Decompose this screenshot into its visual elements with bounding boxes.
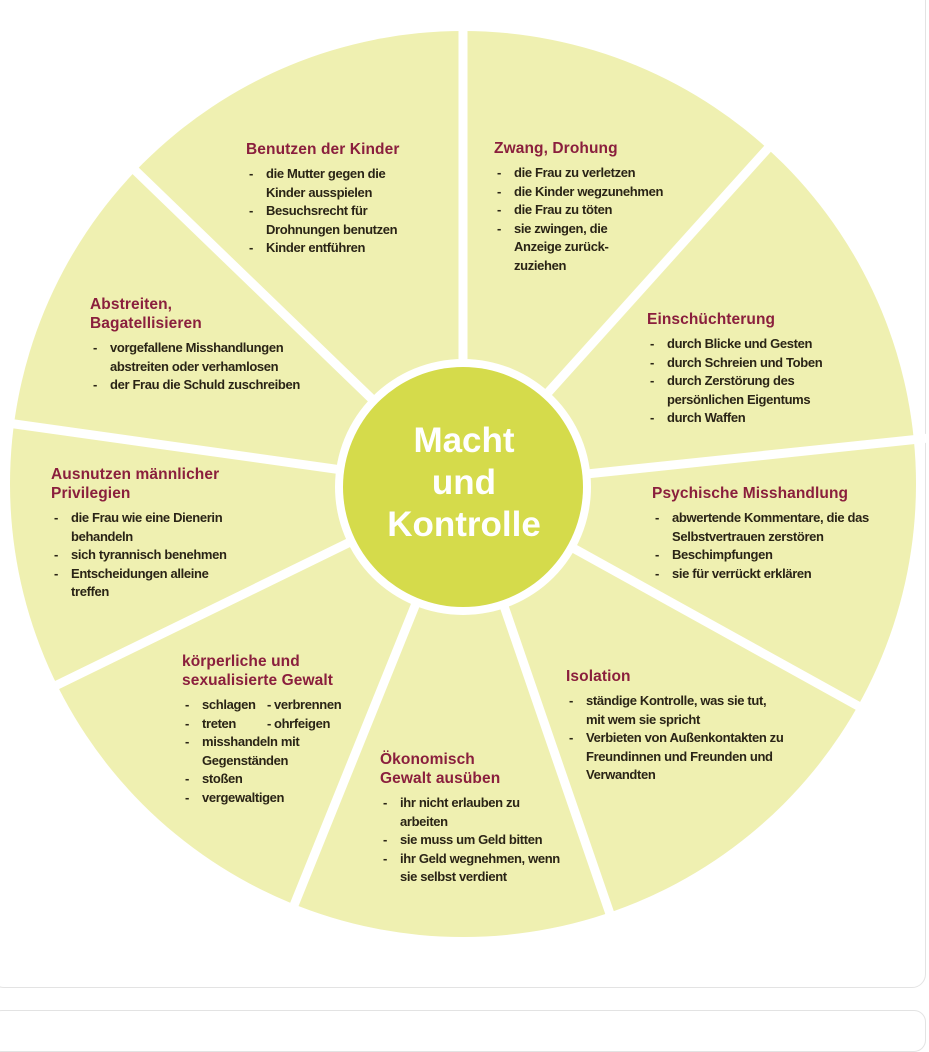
sector-title: Benutzen der Kinder — [246, 141, 400, 158]
sector-abstreiten: Abstreiten, Bagatellisieren vorgefallene… — [90, 295, 320, 395]
sector-separator — [121, 157, 380, 407]
sector-koerperliche-gewalt: körperliche und sexualisierte Gewalt sch… — [182, 652, 382, 807]
sector-title: Einschüchterung — [647, 311, 776, 328]
sector-item: ohrfeigen — [264, 715, 374, 734]
sector-item: verbrennen — [264, 696, 374, 715]
sector-item: die Mutter gegen die Kinder ausspielen — [246, 165, 416, 202]
sector-item: vergewaltigen — [182, 789, 382, 808]
sector-item: Besuchsrecht für Drohnungen benutzen — [246, 202, 416, 239]
center-circle — [343, 367, 583, 607]
sector-title: Zwang, Drohung — [494, 140, 618, 157]
sector-item: die Frau zu töten — [494, 201, 694, 220]
sector-item: treten — [182, 715, 264, 734]
sector-item: sie zwingen, die Anzeige zurück-zuziehen — [494, 220, 629, 276]
sector-item: schlagen — [182, 696, 264, 715]
sector-item: stoßen — [182, 770, 382, 789]
sector-item: misshandeln mit Gegenständen — [182, 733, 332, 770]
sector-title: Abstreiten, Bagatellisieren — [90, 296, 202, 332]
sector-item: sie für verrückt erklären — [652, 565, 902, 584]
sector-item: der Frau die Schuld zuschreiben — [90, 376, 320, 395]
sector-einschuechterung: Einschüchterung durch Blicke und Gesten … — [647, 310, 847, 428]
sector-psychische-misshandlung: Psychische Misshandlung abwertende Komme… — [652, 484, 902, 583]
sector-item: ihr Geld wegnehmen, wenn sie selbst verd… — [380, 850, 580, 887]
sector-ausnutzen-privilegien: Ausnutzen männlicher Privilegien die Fra… — [51, 465, 271, 602]
sector-separator — [581, 433, 929, 479]
sector-zwang-drohung: Zwang, Drohung die Frau zu verletzen die… — [494, 139, 694, 275]
sector-title: Psychische Misshandlung — [652, 485, 849, 502]
sector-title: Ökonomisch Gewalt ausüben — [380, 751, 501, 787]
sector-separator — [497, 598, 621, 933]
sector-item: durch Zerstörung des persönlichen Eigent… — [647, 372, 827, 409]
sector-item: die Kinder wegzunehmen — [494, 183, 694, 202]
center-line: Macht — [413, 421, 515, 460]
sector-separator — [539, 134, 781, 401]
center-line: und — [431, 463, 497, 502]
sector-separator — [0, 417, 345, 475]
center-line: Kontrolle — [387, 505, 541, 544]
sector-separator — [282, 596, 423, 925]
sector-item: durch Schreien und Toben — [647, 354, 847, 373]
sector-item: Entscheidungen alleine treffen — [51, 565, 246, 602]
sector-title: Isolation — [566, 668, 631, 685]
sector-item: durch Waffen — [647, 409, 847, 428]
sector-item: vorgefallene Misshandlungen abstreiten o… — [90, 339, 320, 376]
sector-separator — [565, 541, 877, 719]
sector-item: die Frau zu verletzen — [494, 164, 694, 183]
sector-title: körperliche und sexualisierte Gewalt — [182, 653, 334, 689]
sector-title: Ausnutzen männlicher Privilegien — [51, 466, 220, 502]
sector-item: ihr nicht erlauben zu arbeiten — [380, 794, 540, 831]
sector-item: ständige Kontrolle, was sie tut, mit wem… — [566, 692, 786, 729]
sector-item: Beschimpfungen — [652, 546, 902, 565]
sector-item: Kinder entführen — [246, 239, 461, 258]
sector-benutzen-der-kinder: Benutzen der Kinder die Mutter gegen die… — [246, 140, 461, 258]
sector-item: sie muss um Geld bitten — [380, 831, 580, 850]
sector-item: durch Blicke und Gesten — [647, 335, 847, 354]
sector-isolation: Isolation ständige Kontrolle, was sie tu… — [566, 667, 806, 785]
sector-item: sich tyrannisch benehmen — [51, 546, 271, 565]
sector-item: Verbieten von Außenkontakten zu Freundin… — [566, 729, 811, 785]
center-title: Macht und Kontrolle — [348, 420, 580, 546]
sector-item: die Frau wie eine Dienerin behandeln — [51, 509, 266, 546]
sector-item: abwertende Kommentare, die das Selbstver… — [652, 509, 907, 546]
sector-oekonomische-gewalt: Ökonomisch Gewalt ausüben ihr nicht erla… — [380, 750, 580, 887]
sector-separator — [38, 535, 358, 698]
